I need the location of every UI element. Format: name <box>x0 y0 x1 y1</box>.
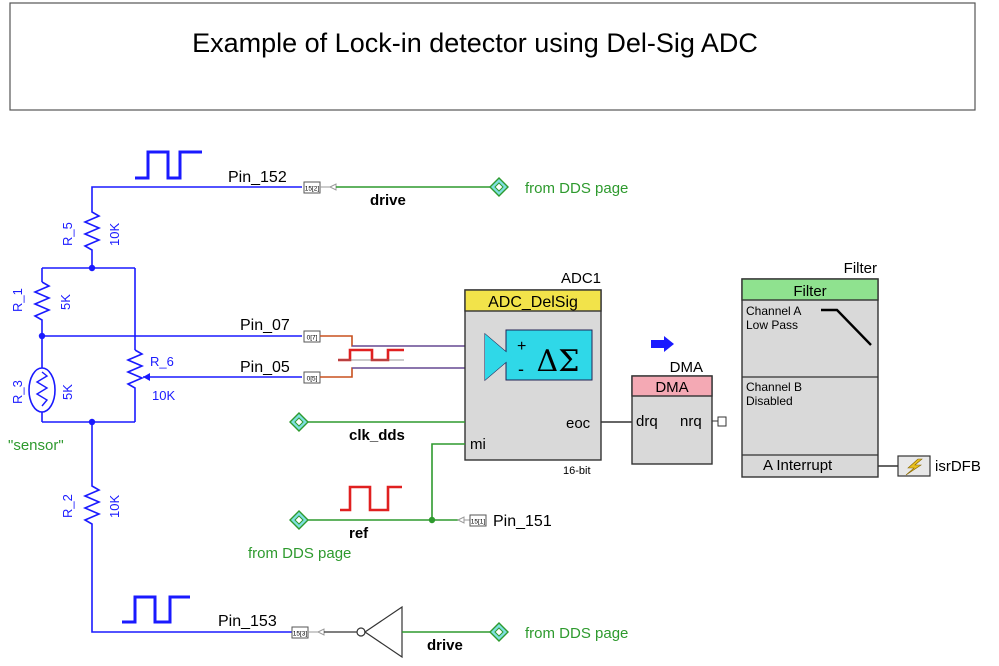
r1-label: R_1 <box>10 288 25 312</box>
r2-label: R_2 <box>60 494 75 518</box>
r6-value: 10K <box>152 388 175 403</box>
dma-drq-port: drq <box>636 413 658 430</box>
svg-text:Channel A: Channel A <box>746 304 801 318</box>
r3-value: 5K <box>60 384 75 400</box>
dma-block[interactable] <box>631 375 713 465</box>
svg-text:Disabled: Disabled <box>746 394 793 408</box>
pin-152-label: Pin_152 <box>228 169 287 186</box>
inverter-gate-icon <box>356 605 403 659</box>
svg-text:0[7]: 0[7] <box>307 335 318 342</box>
resistor-network-wires <box>32 186 302 633</box>
net-drive-top: drive <box>370 192 406 209</box>
r2-value: 10K <box>107 495 122 518</box>
dds-source-top-icon[interactable] <box>489 177 509 197</box>
nrq-terminal <box>717 416 727 427</box>
delta-sigma-symbol: ΔΣ <box>537 344 580 379</box>
svg-text:15[3]: 15[3] <box>293 631 308 638</box>
adc-name: ADC_DelSig <box>488 294 578 311</box>
adc-instance: ADC1 <box>561 270 601 287</box>
input-waveform-icon <box>338 348 404 362</box>
svg-text:15[2]: 15[2] <box>305 186 320 193</box>
adc-resolution: 16-bit <box>563 465 591 477</box>
delta-sigma-icon <box>484 329 593 382</box>
title-box <box>9 2 976 111</box>
ref-waveform-icon <box>340 485 402 512</box>
interrupt-lightning-icon[interactable] <box>897 455 931 477</box>
dma-nrq-port: nrq <box>680 413 702 430</box>
r3-label: R_3 <box>10 380 25 404</box>
filter-instance: Filter <box>844 260 877 277</box>
clk-dds-source-icon[interactable] <box>289 412 309 432</box>
filter-interrupt-port: A Interrupt <box>763 457 833 474</box>
r1-value: 5K <box>58 294 73 310</box>
svg-text:Channel B: Channel B <box>746 380 802 394</box>
isr-label: isrDFB <box>935 458 981 475</box>
junction-dot <box>88 418 96 426</box>
dma-name: DMA <box>655 379 688 396</box>
svg-text:+: + <box>517 338 526 355</box>
sensor-label: "sensor" <box>8 437 64 454</box>
dma-instance: DMA <box>670 359 703 376</box>
junction-dot <box>38 332 46 340</box>
r5-label: R_5 <box>60 222 75 246</box>
svg-text:0[5]: 0[5] <box>307 376 318 383</box>
dds-source-ref-icon[interactable] <box>289 510 309 530</box>
r6-wiper-arrow <box>143 373 150 381</box>
svg-text:-: - <box>518 359 524 379</box>
r6-label: R_6 <box>150 354 174 369</box>
dds-source-bottom-icon[interactable] <box>489 622 509 642</box>
filter-block[interactable] <box>741 278 879 478</box>
pin-151-box[interactable] <box>469 514 487 527</box>
junction-dot <box>88 264 96 272</box>
adc-mi-port: mi <box>470 436 486 453</box>
pin-07-label: Pin_07 <box>240 317 290 334</box>
dds-source-bottom-label: from DDS page <box>525 625 628 642</box>
page-title: Example of Lock-in detector using Del-Si… <box>192 28 758 58</box>
net-drive-bottom: drive <box>427 637 463 654</box>
lowpass-response-icon <box>821 308 872 346</box>
dma-arrow-icon <box>651 336 674 352</box>
svg-text:Low Pass: Low Pass <box>746 318 798 332</box>
drive-waveform-icon <box>122 595 190 624</box>
pin-05-label: Pin_05 <box>240 359 290 376</box>
r5-value: 10K <box>107 223 122 246</box>
svg-text:15[1]: 15[1] <box>471 519 486 526</box>
adc-eoc-port: eoc <box>566 415 591 432</box>
adc-input-wires <box>320 335 485 378</box>
pin-151-label: Pin_151 <box>493 513 552 530</box>
drive-waveform-icon <box>135 150 202 180</box>
net-clk-dds: clk_dds <box>349 427 405 444</box>
dds-source-ref-label: from DDS page <box>248 545 351 562</box>
pin-153-label: Pin_153 <box>218 613 277 630</box>
sensor-thermistor-symbol <box>28 367 56 413</box>
junction-dot <box>428 516 436 524</box>
dds-source-top-label: from DDS page <box>525 180 628 197</box>
filter-name: Filter <box>793 283 826 300</box>
net-ref: ref <box>349 525 369 542</box>
